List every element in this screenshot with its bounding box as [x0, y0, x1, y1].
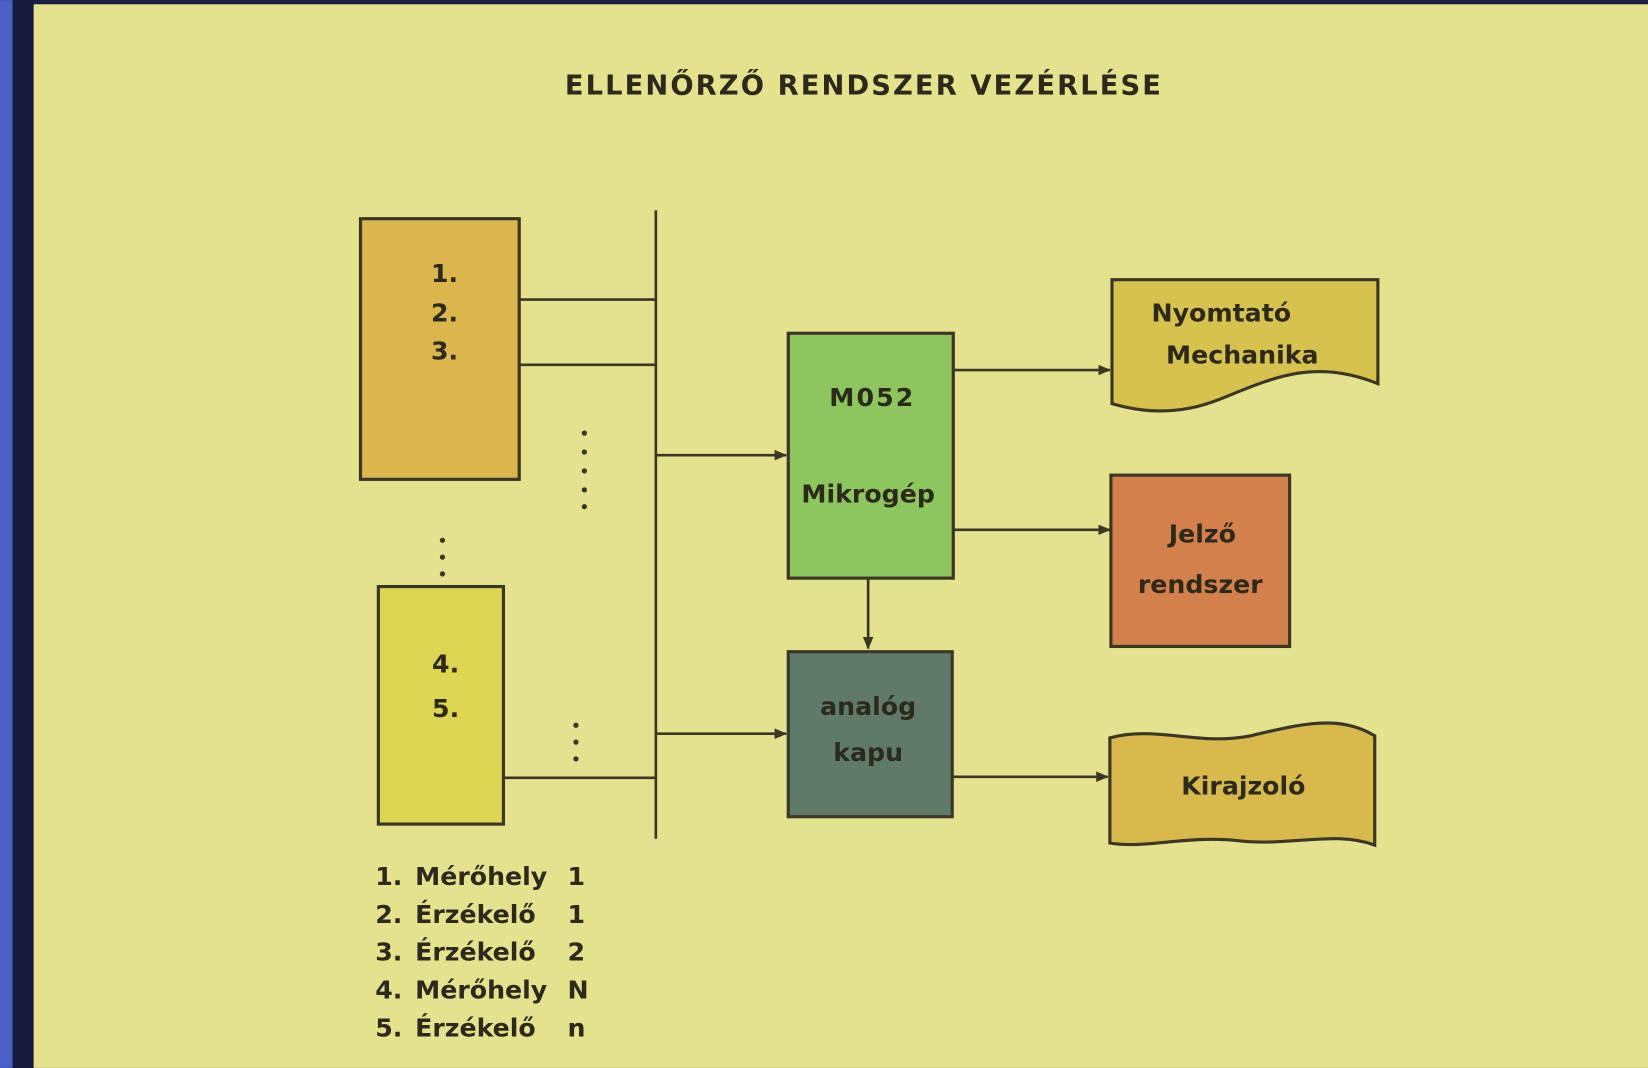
svg-text:N: N: [568, 976, 589, 1005]
svg-text:Érzékelő: Érzékelő: [415, 900, 536, 929]
svg-text:rendszer: rendszer: [1138, 570, 1263, 599]
svg-text:Érzékelő: Érzékelő: [415, 1013, 536, 1042]
svg-text:Érzékelő: Érzékelő: [415, 938, 536, 967]
legend-item: 5. Érzékelő n: [375, 1013, 585, 1042]
svg-text:2.: 2.: [375, 900, 402, 929]
svg-text:1: 1: [568, 900, 586, 929]
legend-item: 2. Érzékelő 1: [375, 900, 585, 929]
svg-text:n: n: [568, 1013, 586, 1042]
svg-text:Kirajzoló: Kirajzoló: [1181, 772, 1305, 801]
svg-text:Mikrogép: Mikrogép: [801, 479, 934, 508]
svg-text:4.: 4.: [375, 976, 402, 1005]
svg-text:1: 1: [568, 862, 586, 891]
signal-box: Jelző rendszer: [1109, 473, 1292, 649]
svg-text:Nyomtató: Nyomtató: [1151, 299, 1291, 328]
legend: 1. Mérőhely 1 2. Érzékelő 1 3. Érzékelő 2 4. Mé…: [375, 862, 588, 1042]
ellipsis-dots: [439, 430, 587, 762]
diagram-title: ELLENŐRZŐ RENDSZER VEZÉRLÉSE: [565, 70, 1163, 102]
svg-text:4.: 4.: [432, 650, 459, 679]
input-box-top: 1. 2. 3.: [358, 217, 521, 481]
plotter-box: Kirajzoló: [1108, 721, 1377, 848]
svg-text:5.: 5.: [375, 1013, 402, 1042]
svg-text:Mechanika: Mechanika: [1166, 341, 1319, 370]
film-edge-dark: [12, 0, 34, 1068]
svg-text:kapu: kapu: [833, 738, 903, 767]
svg-text:analóg: analóg: [820, 692, 916, 721]
svg-text:Jelző: Jelző: [1167, 519, 1236, 548]
svg-text:2: 2: [568, 938, 586, 967]
svg-text:M052: M052: [829, 383, 915, 412]
svg-text:Mérőhely: Mérőhely: [415, 976, 547, 1005]
processor-box: M052 Mikrogép: [786, 331, 955, 580]
legend-item: 3. Érzékelő 2: [375, 938, 585, 967]
legend-item: 1. Mérőhely 1: [375, 862, 585, 891]
film-edge-blue: [0, 0, 13, 1068]
svg-text:Mérőhely: Mérőhely: [415, 862, 547, 891]
svg-text:5.: 5.: [432, 694, 459, 723]
svg-text:2.: 2.: [431, 299, 458, 328]
input-box-bottom: 4. 5.: [376, 584, 506, 826]
svg-text:3.: 3.: [375, 938, 402, 967]
svg-text:1.: 1.: [375, 862, 402, 891]
printer-box: Nyomtató Mechanika: [1110, 278, 1380, 413]
analog-gate-box: analóg kapu: [786, 650, 954, 819]
legend-item: 4. Mérőhely N: [375, 976, 588, 1005]
svg-text:3.: 3.: [431, 337, 458, 366]
svg-text:1.: 1.: [431, 259, 458, 288]
